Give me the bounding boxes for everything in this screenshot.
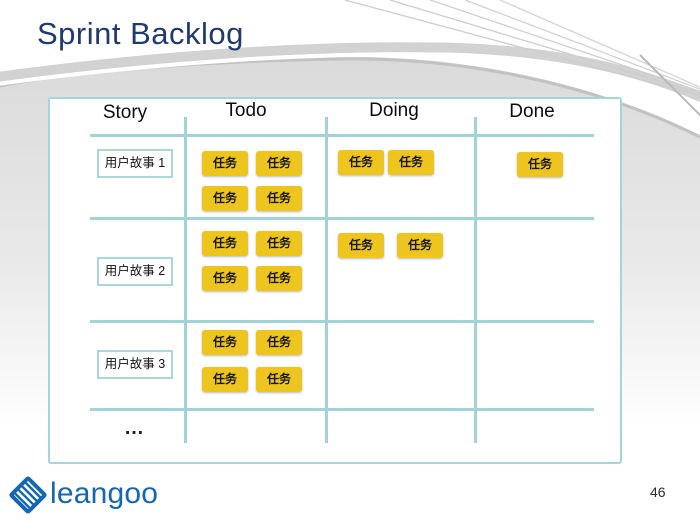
- story-card-1: 用户故事 1: [97, 149, 173, 178]
- grid-vline-todo-doing: [325, 117, 328, 443]
- task-card: 任务: [256, 186, 302, 211]
- column-header-doing: Doing: [369, 100, 419, 121]
- task-card: 任务: [202, 367, 248, 392]
- page-number: 46: [650, 484, 666, 500]
- leangoo-diamond-icon: [9, 476, 47, 514]
- task-card: 任务: [202, 151, 248, 176]
- task-card: 任务: [517, 152, 563, 177]
- task-card: 任务: [256, 367, 302, 392]
- column-header-story: Story: [102, 102, 148, 123]
- story-card-3: 用户故事 3: [97, 350, 173, 379]
- column-header-done: Done: [509, 101, 555, 122]
- task-card: 任务: [202, 330, 248, 355]
- task-card: 任务: [202, 231, 248, 256]
- story-card-2: 用户故事 2: [97, 257, 173, 286]
- grid-hline-row3: [90, 408, 594, 411]
- column-header-todo: Todo: [225, 100, 267, 121]
- task-card: 任务: [256, 231, 302, 256]
- slide-title: Sprint Backlog: [37, 16, 244, 51]
- grid-hline-row2: [90, 320, 594, 323]
- grid-vline-doing-done: [474, 117, 477, 443]
- grid-hline-header: [90, 134, 594, 137]
- task-card: 任务: [202, 186, 248, 211]
- task-card: 任务: [388, 150, 434, 175]
- task-card: 任务: [397, 233, 443, 258]
- more-stories-ellipsis: …: [124, 417, 146, 439]
- task-card: 任务: [202, 266, 248, 291]
- task-card: 任务: [338, 233, 384, 258]
- logo-text: leangoo: [50, 477, 159, 510]
- grid-hline-row1: [90, 217, 594, 220]
- task-card: 任务: [256, 151, 302, 176]
- grid-vline-story-todo: [184, 117, 187, 443]
- task-card: 任务: [338, 150, 384, 175]
- task-card: 任务: [256, 266, 302, 291]
- task-card: 任务: [256, 330, 302, 355]
- leangoo-logo: [7, 474, 49, 518]
